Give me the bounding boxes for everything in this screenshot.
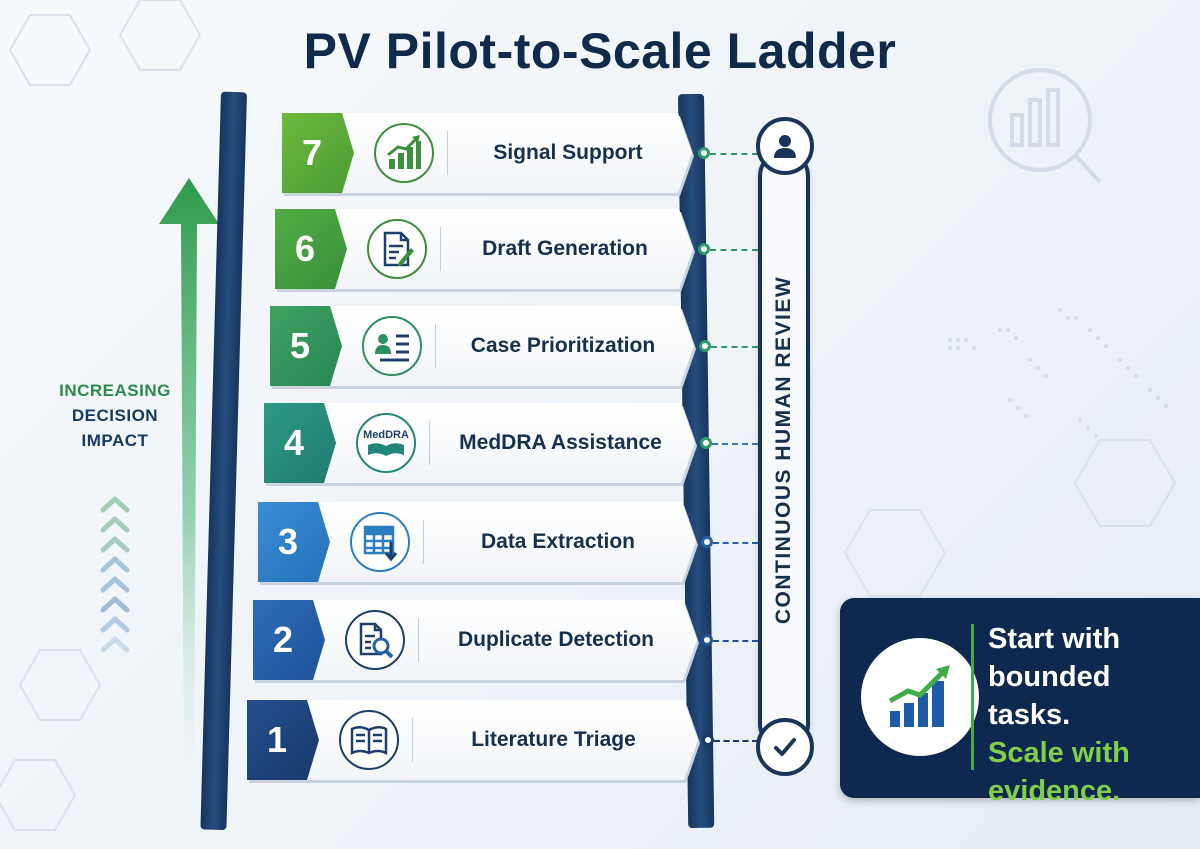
upward-chevrons-icon <box>100 496 130 653</box>
step-label: Draft Generation <box>482 237 648 260</box>
growth-chart-icon <box>374 123 434 183</box>
continuous-human-review-label: CONTINUOUS HUMAN REVIEW <box>772 275 795 625</box>
scale-callout-box: Start with bounded tasks. Scale with evi… <box>840 598 1200 807</box>
checkmark-icon <box>756 718 814 776</box>
callout-line3: Scale with <box>988 737 1130 769</box>
step-label: Case Prioritization <box>470 334 656 357</box>
step-1-connector-dot <box>702 734 714 746</box>
meddra-icon-text: MedDRA <box>363 429 409 441</box>
ladder-step-6: 6 Draft Generation <box>275 209 693 289</box>
document-pen-icon <box>367 219 427 279</box>
step-5-connector-dot <box>699 340 711 352</box>
ladder-step-4: 4 MedDRA MedDRA Assistance <box>264 403 695 483</box>
prioritized-list-icon <box>362 316 422 376</box>
document-search-icon <box>345 610 405 670</box>
step-1-connector <box>714 740 758 742</box>
step-label: Literature Triage <box>471 728 636 751</box>
ladder-step-1: 1 Literature Triage <box>247 700 698 780</box>
step-number: 6 <box>275 209 347 289</box>
callout-line4: evidence. <box>988 775 1121 807</box>
step-4-connector-dot <box>700 437 712 449</box>
step-label: Signal Support <box>493 141 643 164</box>
ladder-step-5: 5 Case Prioritization <box>270 306 694 386</box>
magnifier-chart-icon <box>988 68 1102 184</box>
ladder-step-7: 7 Signal Support <box>282 113 692 193</box>
ladder-step-3: 3 Data Extraction <box>258 502 696 582</box>
table-extract-icon <box>350 512 410 572</box>
step-number: 2 <box>253 600 325 680</box>
impact-label-line1: INCREASING <box>59 381 171 400</box>
step-7-connector <box>710 153 758 155</box>
step-7-connector-dot <box>698 147 710 159</box>
callout-divider <box>971 624 974 770</box>
step-label: Data Extraction <box>480 530 636 553</box>
meddra-book-icon: MedDRA <box>356 413 416 473</box>
increasing-impact-arrow <box>159 178 219 798</box>
page-title: PV Pilot-to-Scale Ladder <box>303 23 897 79</box>
callout-line1: Start with <box>988 623 1121 655</box>
step-6-connector <box>710 249 758 251</box>
step-3-connector-dot <box>701 536 713 548</box>
step-number: 1 <box>247 700 319 780</box>
step-2-connector-dot <box>701 634 713 646</box>
step-6-connector-dot <box>698 243 710 255</box>
open-book-icon <box>339 710 399 770</box>
step-number: 3 <box>258 502 330 582</box>
step-label: MedDRA Assistance <box>459 431 662 454</box>
step-3-connector <box>713 542 758 544</box>
impact-label-line3: IMPACT <box>81 431 149 450</box>
increasing-decision-impact-label: INCREASING DECISION IMPACT <box>40 378 190 453</box>
step-4-connector <box>712 443 758 445</box>
step-number: 7 <box>282 113 354 193</box>
human-reviewer-icon <box>756 117 814 175</box>
step-5-connector <box>711 346 758 348</box>
impact-label-line2: DECISION <box>71 406 159 425</box>
growth-bars-icon <box>861 638 979 756</box>
step-number: 4 <box>264 403 336 483</box>
callout-line2: bounded tasks. <box>988 661 1111 731</box>
step-label: Duplicate Detection <box>457 628 655 651</box>
step-number: 5 <box>270 306 342 386</box>
continuous-human-review-bar <box>758 150 810 750</box>
step-2-connector <box>713 640 758 642</box>
ladder-step-2: 2 Duplicate Detection <box>253 600 697 680</box>
